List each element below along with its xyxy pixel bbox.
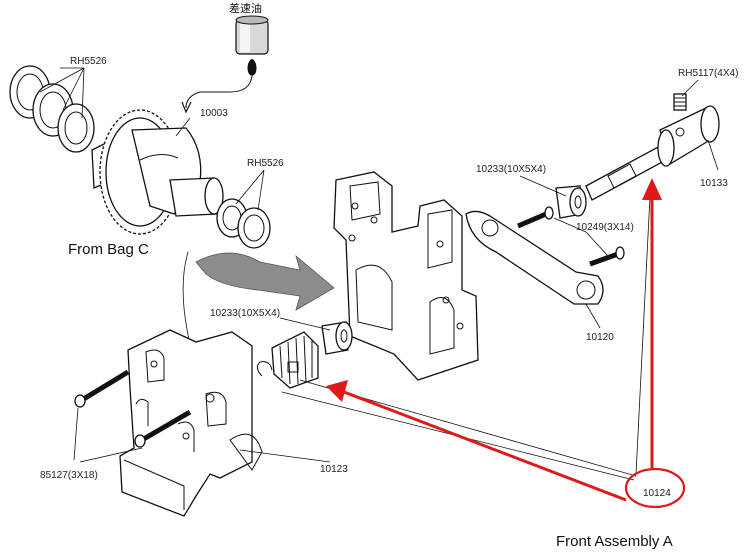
pinion-gear [271, 331, 319, 389]
gearbox-housing-lower [119, 329, 263, 517]
screw-85127-lower [134, 409, 192, 448]
gearbox-brace [465, 210, 604, 305]
label-10123: 10123 [320, 464, 348, 475]
highlight-circle [624, 467, 686, 509]
label-rh5526-top: RH5526 [70, 56, 107, 67]
label-10124: 10124 [643, 488, 671, 499]
from-bag-label: From Bag C [68, 241, 149, 258]
gray-arrow-icon [195, 252, 335, 311]
differential-gear [91, 109, 224, 235]
set-screw-icon [673, 93, 687, 111]
red-arrow-left [343, 390, 627, 502]
e-clip [256, 361, 273, 377]
label-85127: 85127(3X18) [40, 470, 98, 481]
red-arrowhead-up-icon [642, 178, 662, 200]
label-rh5117: RH5117(4X4) [678, 68, 738, 79]
output-shaft [585, 105, 720, 201]
screw-85127-upper [74, 369, 130, 408]
gearbox-housing-upper [333, 171, 479, 381]
shim-group-top [9, 65, 95, 153]
red-arrowhead-left-icon [326, 380, 348, 402]
shim-group-mid [216, 198, 271, 249]
label-10233-mid: 10233(10X5X4) [210, 308, 280, 319]
label-rh5526-mid: RH5526 [247, 158, 284, 169]
label-10003: 10003 [200, 108, 228, 119]
screw-10249-lower [589, 246, 625, 267]
oil-label: 差速油 [229, 1, 262, 15]
label-10249: 10249(3X14) [576, 222, 634, 233]
oil-bottle-icon [181, 15, 269, 114]
label-10120: 10120 [586, 332, 614, 343]
assembly-title: Front Assembly A [556, 533, 673, 550]
label-10233-top: 10233(10X5X4) [476, 164, 546, 175]
screw-10249-upper [517, 206, 554, 229]
label-10133: 10133 [700, 178, 728, 189]
bearing-mid [321, 321, 353, 355]
bearing-top [555, 185, 587, 219]
